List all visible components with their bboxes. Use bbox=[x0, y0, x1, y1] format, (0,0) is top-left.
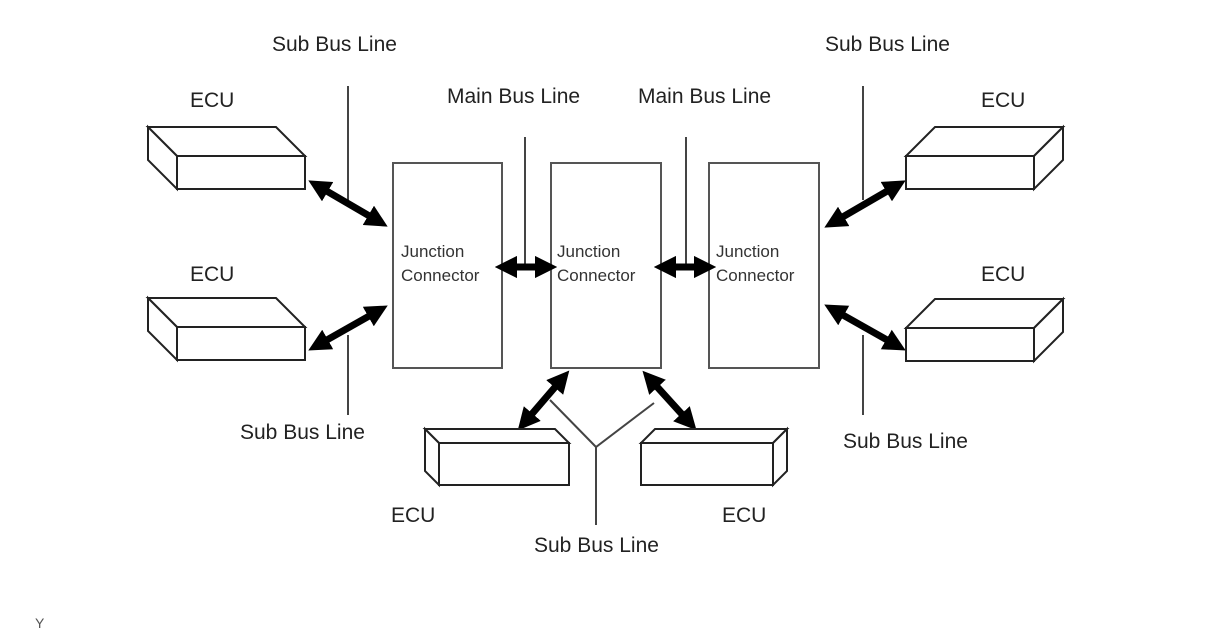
junction-connector-center: Junction Connector bbox=[550, 162, 662, 369]
ecu-label: ECU bbox=[981, 89, 1025, 112]
main-bus-line-label: Main Bus Line bbox=[447, 85, 580, 108]
junction-connector-label: Connector bbox=[557, 266, 636, 285]
ecu-box-bottom-right bbox=[903, 296, 1066, 364]
junction-connector-right: Junction Connector bbox=[708, 162, 820, 369]
junction-connector-label: Junction bbox=[401, 242, 464, 261]
figure-corner-mark: Y bbox=[35, 615, 45, 631]
ecu-label: ECU bbox=[981, 263, 1025, 286]
ecu-label: ECU bbox=[722, 504, 766, 527]
arrow-ecu-br-to-jc bbox=[824, 304, 906, 351]
ecu-box-top-right bbox=[903, 124, 1066, 192]
arrow-ecu-bc-left-to-jc bbox=[517, 370, 570, 431]
arrow-ecu-bc-right-to-jc bbox=[642, 370, 697, 431]
sub-bus-line-label: Sub Bus Line bbox=[240, 421, 365, 444]
main-bus-line-label: Main Bus Line bbox=[638, 85, 771, 108]
junction-connector-label: Connector bbox=[716, 266, 795, 285]
ecu-box-bottom-center-left bbox=[422, 426, 572, 488]
ecu-box-bottom-center-right bbox=[638, 426, 790, 488]
arrow-ecu-bl-to-jc bbox=[308, 305, 388, 351]
sub-bus-line-label: Sub Bus Line bbox=[843, 430, 968, 453]
ecu-label: ECU bbox=[190, 89, 234, 112]
junction-connector-label: Junction bbox=[716, 242, 779, 261]
ecu-label: ECU bbox=[190, 263, 234, 286]
junction-connector-label: Connector bbox=[401, 266, 480, 285]
sub-bus-line-label: Sub Bus Line bbox=[272, 33, 397, 56]
arrow-ecu-tr-to-jc bbox=[824, 180, 906, 228]
junction-connector-label: Junction bbox=[557, 242, 620, 261]
sub-bus-line-label: Sub Bus Line bbox=[825, 33, 950, 56]
junction-connector-left: Junction Connector bbox=[392, 162, 503, 369]
ecu-box-bottom-left bbox=[145, 295, 308, 363]
arrow-ecu-tl-to-jc bbox=[308, 180, 388, 227]
ecu-box-top-left bbox=[145, 124, 308, 192]
sub-bus-line-label: Sub Bus Line bbox=[534, 534, 659, 557]
ecu-label: ECU bbox=[391, 504, 435, 527]
